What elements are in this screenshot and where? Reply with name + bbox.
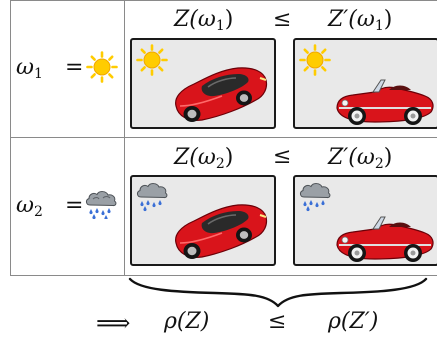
Zprime-omega-2-label: Z′(ω2) xyxy=(328,145,393,172)
sports-car-icon xyxy=(175,67,268,122)
sun-icon xyxy=(136,44,168,76)
Zprime-omega-1-label: Z′(ω1) xyxy=(328,7,393,34)
leq-row-1: ≤ xyxy=(273,7,292,32)
leq-row-2: ≤ xyxy=(273,144,292,169)
implies-arrow: ⟹ xyxy=(96,309,131,337)
convertible-car-icon xyxy=(336,216,434,262)
sun-icon xyxy=(299,44,331,76)
rain-cloud-icon xyxy=(300,183,331,212)
omega-2-equals: = xyxy=(65,193,84,218)
sun-icon xyxy=(86,51,118,83)
omega-1-equals: = xyxy=(65,55,84,80)
leq-conclusion: ≤ xyxy=(268,309,287,334)
omega-1-label: ω1 xyxy=(16,55,43,82)
rain-cloud-icon xyxy=(86,191,117,219)
sports-car-sunny-panel xyxy=(130,38,276,129)
underbrace xyxy=(128,277,428,308)
table-border-top xyxy=(10,0,437,1)
rho-Zprime-label: ρ(Z′) xyxy=(328,309,379,334)
rho-Z-label: ρ(Z) xyxy=(164,309,210,334)
table-border-bottom xyxy=(10,275,437,276)
convertible-car-icon xyxy=(336,79,434,125)
sports-car-rainy-panel xyxy=(130,175,276,266)
rain-cloud-icon xyxy=(137,183,168,212)
Z-omega-2-label: Z(ω2) xyxy=(174,145,234,172)
Z-omega-1-label: Z(ω1) xyxy=(174,7,234,34)
omega-2-label: ω2 xyxy=(16,193,43,220)
convertible-rainy-panel xyxy=(293,175,437,266)
convertible-sunny-panel xyxy=(293,38,437,129)
sports-car-icon xyxy=(175,204,268,259)
table-row-divider xyxy=(10,137,437,138)
